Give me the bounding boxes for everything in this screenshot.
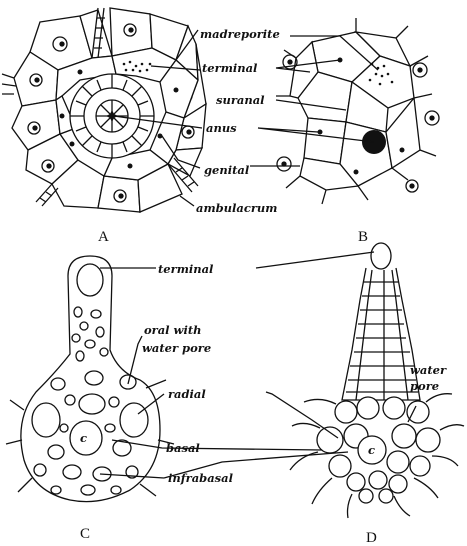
caption-d: D — [366, 530, 377, 546]
figure-d — [289, 242, 465, 519]
label-pore: pore — [410, 379, 439, 393]
figure-d-stem — [341, 267, 421, 401]
label-terminal-a: terminal — [202, 61, 258, 75]
label-terminal-c: terminal — [158, 262, 214, 276]
label-infrabasal: infrabasal — [168, 471, 234, 485]
figure-b-plates — [289, 31, 421, 191]
figure-a-anus — [106, 110, 118, 122]
label-genital: genital — [204, 163, 250, 177]
caption-c: C — [80, 526, 90, 542]
label-water: water — [410, 363, 447, 377]
figure-c-body-plates — [31, 370, 149, 496]
label-ambulacrum: ambulacrum — [196, 201, 277, 215]
figure-d-arms — [289, 393, 465, 519]
figure-a-madreporite-dots — [122, 60, 152, 73]
figure-b — [276, 18, 440, 205]
figure-a — [1, 7, 207, 213]
figure-c-stem-plates — [71, 306, 109, 362]
labels: madreporite terminal suranal anus genita… — [80, 27, 447, 485]
label-suranal: suranal — [216, 93, 265, 107]
caption-a: A — [98, 229, 109, 245]
figure-b-madreporite-dots — [368, 62, 394, 86]
figure-d-terminal-plate — [370, 242, 392, 270]
label-oral-line2: water pore — [142, 341, 211, 355]
label-radial: radial — [168, 387, 206, 401]
label-anus: anus — [206, 121, 237, 135]
figure-b-pores — [276, 54, 440, 193]
figure-c — [5, 255, 175, 503]
label-oral-line1: oral with — [144, 323, 202, 337]
figure-c-terminal-plate — [76, 263, 104, 297]
figure-d-body-plates — [316, 396, 441, 504]
figure-c-outline — [20, 255, 161, 503]
figure-c-side-lines — [5, 379, 175, 497]
figure-a-genital-pores — [59, 69, 179, 169]
label-basal: basal — [166, 441, 200, 455]
figure-a-genital-ring — [55, 47, 199, 181]
captions: A B C D — [80, 229, 377, 546]
figure-a-ambulacra — [1, 7, 199, 207]
leader-lines — [99, 29, 417, 479]
label-c-right: c — [368, 443, 375, 457]
label-madreporite: madreporite — [200, 27, 280, 41]
figure-b-radial-lines — [276, 18, 437, 205]
figure-b-genital-pores — [317, 57, 405, 175]
caption-b: B — [358, 229, 368, 245]
label-c-left: c — [80, 431, 87, 445]
